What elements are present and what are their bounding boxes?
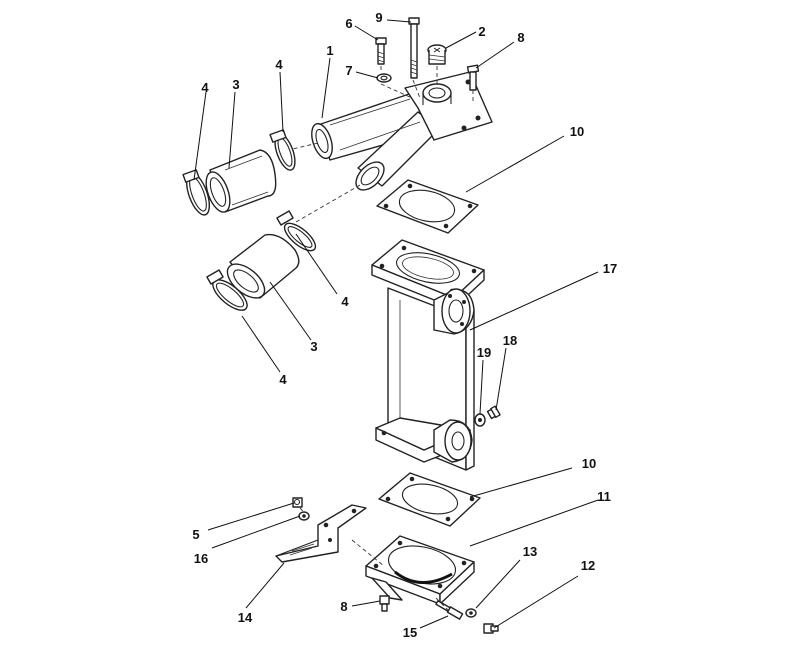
gasket-part-10-upper [376, 179, 479, 234]
callout-5: 5 [192, 527, 199, 542]
washer-part-16 [298, 511, 310, 521]
washer-part-19 [474, 413, 486, 427]
callout-9: 9 [375, 10, 382, 25]
bolt-part-6 [375, 37, 387, 65]
callout-2: 2 [478, 24, 485, 39]
hose-clamp-part-4-right-upper [269, 129, 296, 171]
plug-part-2 [427, 44, 447, 65]
callout-6: 6 [345, 16, 352, 31]
leader-lines [193, 19, 599, 629]
cooler-housing-part-17 [371, 239, 485, 471]
callout-13: 13 [523, 544, 537, 559]
callout-10-upper: 10 [570, 124, 584, 139]
washer-part-7 [376, 73, 392, 83]
callout-3-upper: 3 [232, 77, 239, 92]
callout-11: 11 [597, 489, 611, 504]
hose-clamp-part-4-left-lower [206, 269, 248, 311]
callout-7: 7 [345, 63, 352, 78]
hose-part-3-upper [205, 149, 277, 213]
bolt-part-8-top [466, 64, 480, 91]
callout-17: 17 [603, 261, 617, 276]
callout-16: 16 [194, 551, 208, 566]
callout-8-top: 8 [517, 30, 524, 45]
callout-8-lower: 8 [340, 599, 347, 614]
callout-14: 14 [238, 610, 253, 625]
bottom-cover-part-11 [365, 535, 475, 605]
bolt-part-12 [483, 623, 499, 634]
washer-part-13 [465, 608, 477, 618]
callout-18: 18 [503, 333, 517, 348]
callout-19: 19 [477, 345, 491, 360]
bracket-part-14 [275, 504, 367, 563]
elbow-outlet-part-1 [311, 71, 493, 191]
callout-1: 1 [326, 43, 333, 58]
callout-4-lower-right: 4 [341, 294, 349, 309]
bolt-part-18 [486, 405, 501, 420]
callout-10-lower: 10 [582, 456, 596, 471]
callout-4-upper-right: 4 [275, 57, 283, 72]
callout-12: 12 [581, 558, 595, 573]
bolt-part-5 [292, 497, 303, 508]
callout-3-lower: 3 [310, 339, 317, 354]
long-bolt-part-9 [408, 17, 420, 79]
hose-clamp-part-4-right-lower [276, 210, 317, 252]
callout-4-upper-left: 4 [201, 80, 209, 95]
hose-part-3-lower [226, 233, 300, 299]
gasket-part-10-lower [378, 472, 481, 527]
callout-4-lower-left: 4 [279, 372, 287, 387]
callout-15: 15 [403, 625, 417, 640]
bolt-part-8-lower [379, 595, 390, 612]
bolt-part-15 [435, 600, 464, 620]
